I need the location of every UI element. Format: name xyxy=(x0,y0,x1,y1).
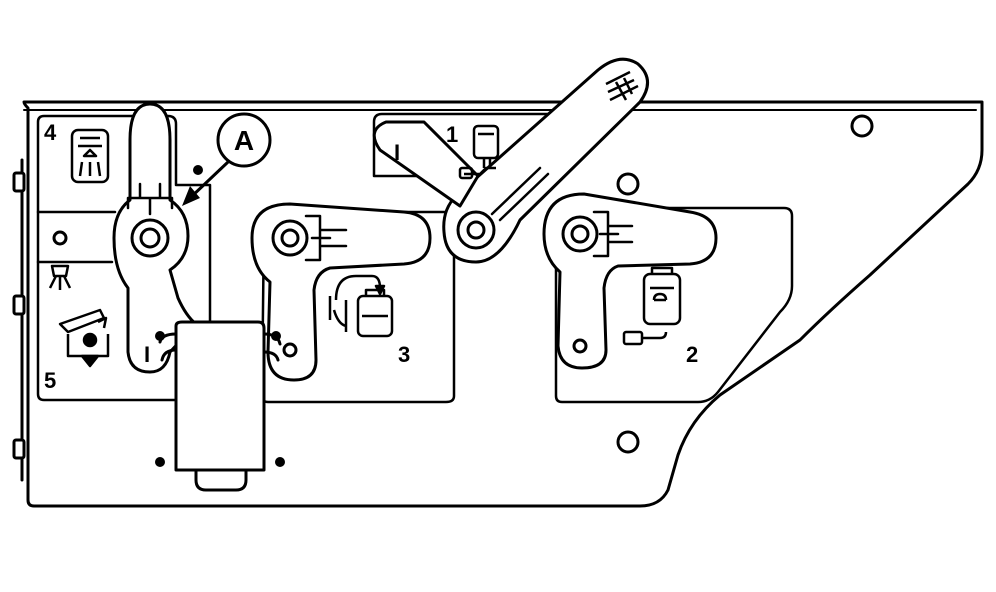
panel-hole-top-right xyxy=(850,114,874,138)
clean-water-tank-icon xyxy=(622,266,682,346)
panel-hole-middle xyxy=(616,172,640,196)
callout-a-circle xyxy=(216,112,272,168)
position-mark-left: I xyxy=(144,342,150,367)
rivet xyxy=(193,165,203,175)
slot-station-1 xyxy=(490,166,550,222)
station-label-3: 3 xyxy=(398,342,410,367)
station-label-1: 1 xyxy=(446,122,458,147)
stop-station-3 xyxy=(282,342,298,358)
panel-hole-bottom xyxy=(616,430,640,454)
callout-a-leader xyxy=(188,160,230,200)
spray-nozzle-icon xyxy=(48,264,72,290)
left-recess-divider xyxy=(36,210,117,264)
sprayer-tank-icon xyxy=(70,128,110,184)
detent-station-3 xyxy=(304,214,348,262)
position-mark-top: I xyxy=(394,140,400,165)
transfer-to-tank-icon xyxy=(328,274,394,338)
detent-station-4-5 xyxy=(126,182,174,216)
mount-bracket xyxy=(174,320,266,472)
detent-station-2 xyxy=(592,210,634,258)
rivet xyxy=(275,457,285,467)
panel-hole-left xyxy=(52,230,68,246)
bracket-tab xyxy=(194,468,248,492)
drain-bucket-icon xyxy=(58,308,110,368)
pivot-station-1-hub xyxy=(466,220,486,240)
rail-bolt-bottom xyxy=(12,438,26,460)
callout-a-letter: A xyxy=(234,125,254,156)
rivet xyxy=(155,331,165,341)
rail-bolt-middle xyxy=(12,294,26,316)
station-label-5: 5 xyxy=(44,368,56,393)
station-label-4: 4 xyxy=(44,120,57,145)
pivot-station-2-hub xyxy=(570,224,590,244)
stop-station-2 xyxy=(572,338,588,354)
tank-fill-icon xyxy=(458,124,500,180)
rivets xyxy=(155,165,285,467)
callout-a-arrowhead xyxy=(182,186,200,206)
callout-a: A xyxy=(182,112,272,206)
pivot-station-3-hub xyxy=(280,228,300,248)
rail-bolt-top xyxy=(12,171,26,193)
rivet xyxy=(155,457,165,467)
pivot-station-4-5-hub xyxy=(139,227,161,249)
rivet xyxy=(271,331,281,341)
station-label-2: 2 xyxy=(686,342,698,367)
handle-station-1-tail xyxy=(372,120,480,208)
handle-grip-icon xyxy=(605,70,639,102)
